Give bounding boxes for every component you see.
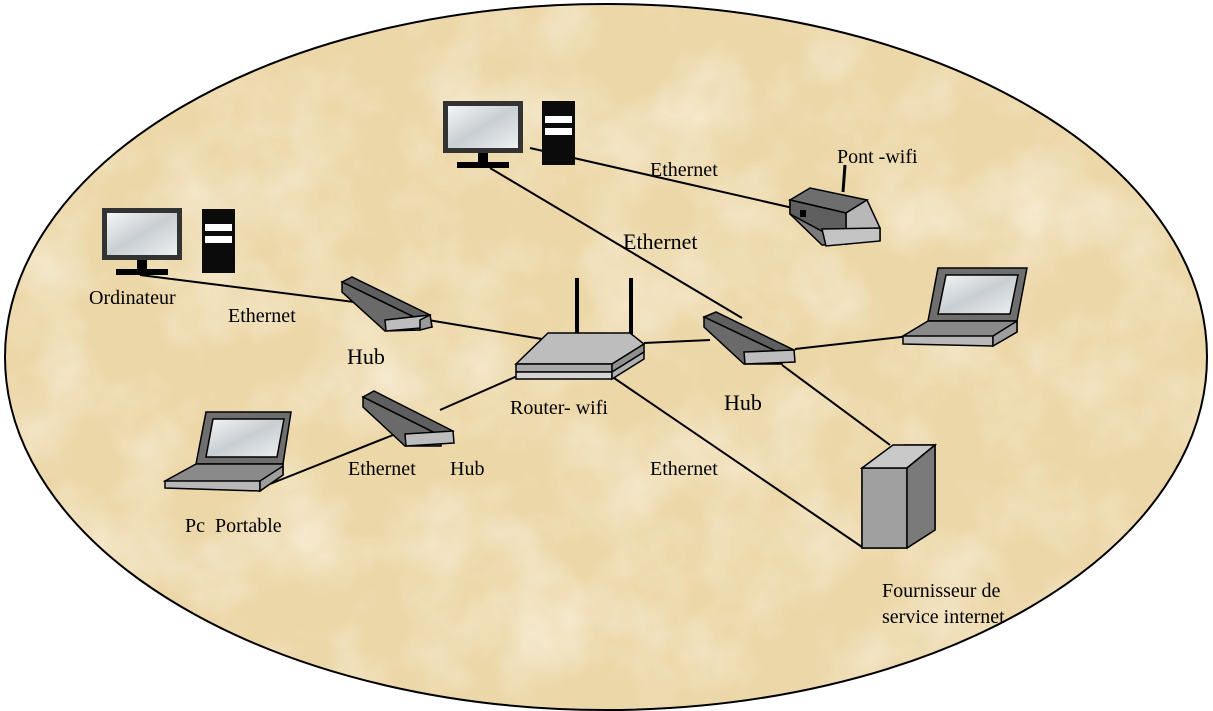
hub-label-right: Hub bbox=[724, 390, 762, 415]
link-hub-right-to-laptop bbox=[794, 335, 911, 350]
isp-label-line1: Fournisseur de bbox=[882, 580, 1000, 602]
wifi-bridge-icon bbox=[788, 164, 881, 247]
hub-icon bbox=[361, 390, 455, 447]
hub-icon bbox=[340, 276, 433, 332]
diagram-labels: Ethernet Pont -wifi Ethernet Ordinateur … bbox=[89, 146, 1005, 628]
link-label-left-pc-hub: Ethernet bbox=[228, 305, 296, 327]
link-hub-right-to-isp bbox=[781, 364, 891, 446]
link-hub-bottom-to-laptop bbox=[269, 432, 399, 485]
router-label: Router- wifi bbox=[510, 397, 608, 419]
link-router-to-hub-right bbox=[643, 339, 711, 344]
wifi-router-icon bbox=[514, 278, 646, 381]
computer-label: Ordinateur bbox=[89, 287, 176, 309]
link-router-to-hub-bottom bbox=[439, 373, 523, 411]
link-label-router-isp: Ethernet bbox=[650, 458, 718, 480]
bridge-label: Pont -wifi bbox=[837, 146, 918, 168]
link-top-pc-to-hub-right bbox=[489, 167, 743, 319]
laptop-icon bbox=[900, 267, 1028, 348]
hub-label-bottom: Hub bbox=[450, 458, 484, 480]
link-label-top-pc-hub: Ethernet bbox=[623, 229, 698, 254]
laptop-icon bbox=[162, 411, 292, 493]
hub-label-left: Hub bbox=[347, 344, 385, 369]
link-left-pc-to-hub-left bbox=[139, 274, 371, 305]
laptop-label: Pc Portable bbox=[185, 515, 282, 537]
isp-label-line2: service internet bbox=[882, 606, 1005, 628]
link-label-top-pc-bridge: Ethernet bbox=[650, 159, 718, 181]
link-router-to-isp bbox=[613, 377, 863, 548]
hub-icon bbox=[702, 311, 796, 365]
desktop-computer-icon bbox=[102, 208, 235, 275]
link-hub-left-to-router bbox=[427, 319, 549, 341]
link-label-laptop-hub: Ethernet bbox=[348, 458, 416, 480]
desktop-computer-icon bbox=[443, 101, 575, 168]
server-tower-icon bbox=[859, 443, 938, 550]
